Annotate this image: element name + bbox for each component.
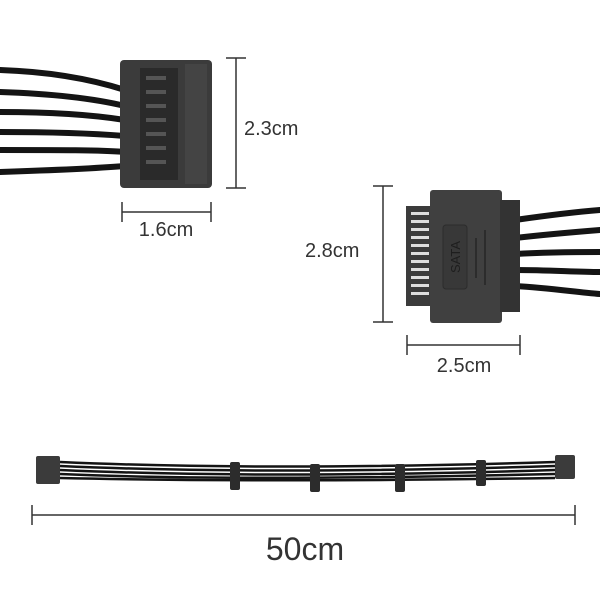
dimension-line-female-height — [226, 57, 246, 189]
male-height-label: 2.8cm — [305, 240, 359, 262]
full-cable — [36, 455, 575, 492]
cable-end-connector-left — [36, 456, 60, 484]
cable-clip-4 — [476, 460, 486, 486]
dimension-line-male-height — [373, 185, 393, 323]
female-height-label: 2.3cm — [244, 118, 298, 140]
cable-length-label: 50cm — [266, 531, 344, 567]
male-sata-connector: SATA — [406, 190, 520, 323]
cable-clip-3 — [395, 464, 405, 492]
female-sata-connector — [120, 60, 212, 188]
male-connector-wires — [512, 207, 600, 297]
cable-clip-2 — [310, 464, 320, 492]
cable-end-connector-right — [555, 455, 575, 479]
dimension-line-male-width — [406, 335, 521, 355]
male-width-label: 2.5cm — [437, 355, 491, 377]
cable-clip-1 — [230, 462, 240, 490]
dimension-line-female-width — [121, 202, 212, 222]
female-connector-wires — [0, 67, 128, 175]
dimension-line-cable-length — [31, 505, 576, 525]
sata-logo-text: SATA — [448, 241, 463, 273]
female-width-label: 1.6cm — [139, 219, 193, 241]
